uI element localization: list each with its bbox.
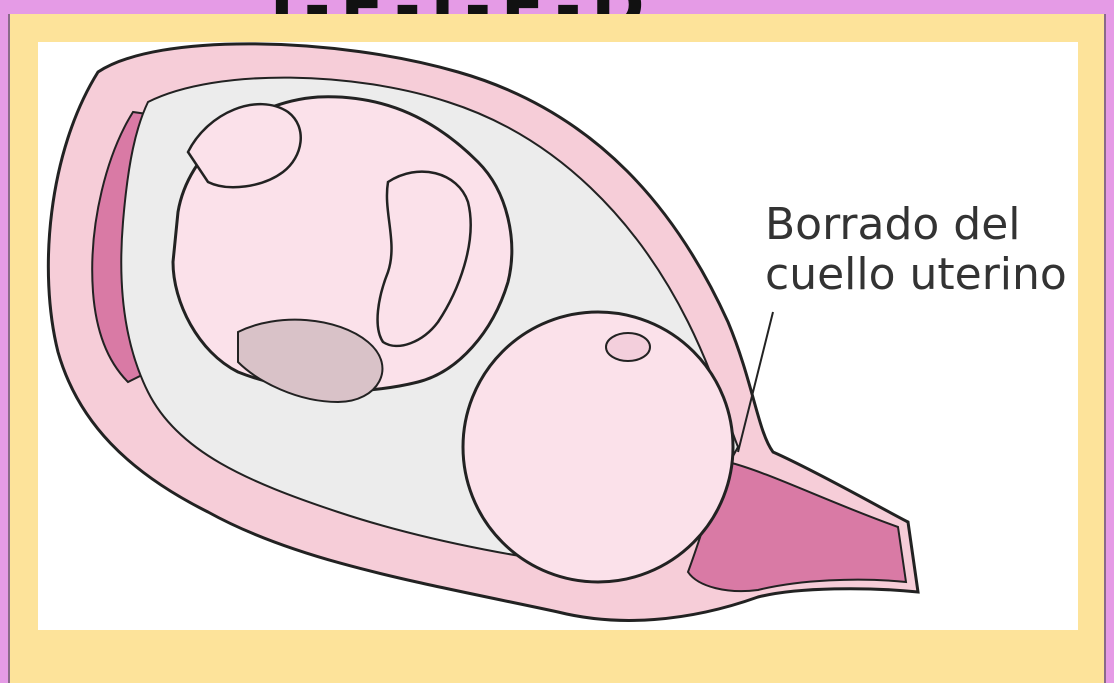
fetal-ear: [606, 333, 650, 361]
cervix-effacement-label: Borrado del cuello uterino: [765, 200, 1067, 300]
illustration: Borrado del cuello uterino: [38, 42, 1078, 630]
slide-title-fragment: I-E-I-E-D: [0, 0, 1114, 14]
uterus-fetus-illustration: [38, 42, 1078, 630]
fetal-head: [463, 312, 733, 582]
label-line-1: Borrado del: [765, 200, 1067, 250]
label-line-2: cuello uterino: [765, 250, 1067, 300]
slide-title-text: I-E-I-E-D: [270, 0, 654, 14]
